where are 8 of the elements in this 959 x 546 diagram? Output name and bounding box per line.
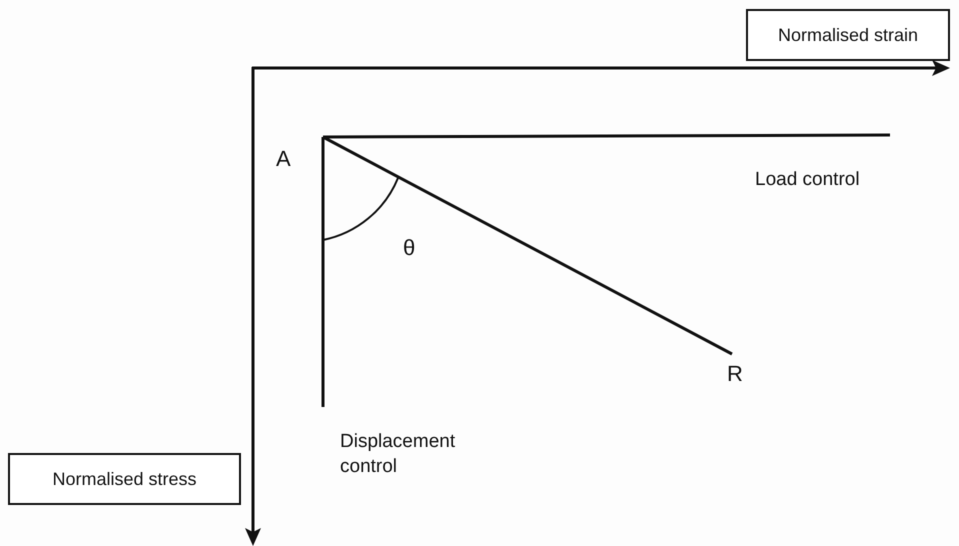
curve-label: Load control (755, 168, 861, 192)
axis-title-box: Normalised strain (746, 9, 950, 61)
curve-label: Displacement control (340, 430, 456, 479)
axis-title-box: Normalised stress (8, 453, 241, 505)
point-label: A (276, 137, 323, 177)
angle-label: θ (403, 234, 416, 262)
line (322, 136, 733, 356)
point-label: R (727, 354, 751, 392)
